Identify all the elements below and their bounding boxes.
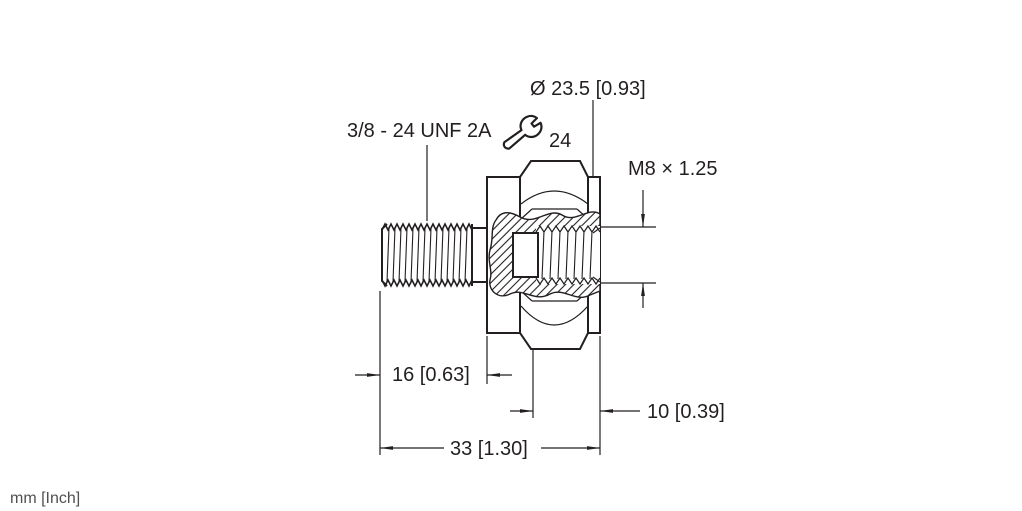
internal-thread-flank-lines <box>541 230 593 280</box>
dim-m8-thread <box>600 190 656 308</box>
drill-hole <box>512 232 539 278</box>
section-cutaway <box>488 211 601 298</box>
units-note: mm [Inch] <box>10 490 80 507</box>
stud-thread-flank-lines <box>386 227 468 283</box>
collar <box>471 227 488 283</box>
dim-16-label: 16 [0.63] <box>392 364 470 386</box>
internal-thread-bore <box>535 224 601 286</box>
internal-thread-label: M8 × 1.25 <box>628 158 718 180</box>
wrench-icon <box>502 114 543 150</box>
wrench-size-label: 24 <box>549 130 571 152</box>
dim-16 <box>355 291 512 455</box>
dim-10 <box>510 336 640 455</box>
diameter-label: Ø 23.5 [0.93] <box>530 78 646 100</box>
external-thread-label: 3/8 - 24 UNF 2A <box>347 120 492 142</box>
dim-10-label: 10 [0.39] <box>647 401 725 423</box>
external-thread-stud <box>381 222 473 288</box>
dim-33-label: 33 [1.30] <box>450 438 528 460</box>
